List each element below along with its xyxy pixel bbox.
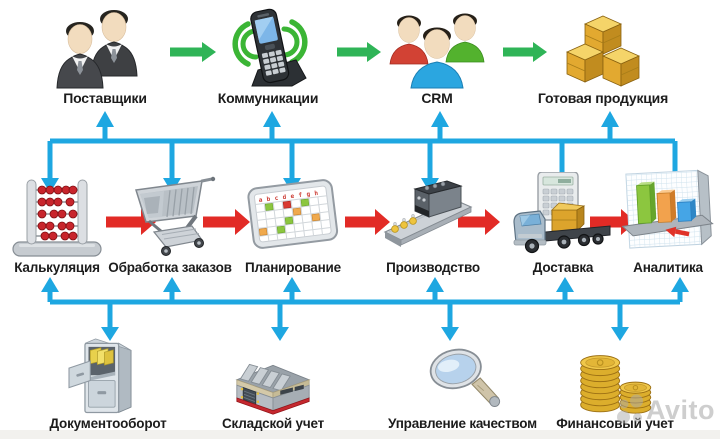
green-arrow — [337, 42, 381, 62]
node-planning: abcdefgh — [223, 164, 363, 276]
green-flow-arrows — [170, 42, 547, 62]
node-delivery: Доставка — [493, 164, 633, 276]
truck-icon — [508, 164, 618, 260]
node-label-crm: CRM — [421, 90, 453, 106]
node-calculation: Калькуляция — [0, 164, 127, 276]
node-document-flow: Документооборот — [33, 336, 183, 432]
node-order-processing: Обработка заказов — [100, 164, 240, 276]
cargo-crate — [551, 202, 586, 232]
crate-left — [566, 43, 604, 83]
node-quality: Управление качеством — [380, 336, 545, 432]
machine-body — [413, 180, 463, 218]
bar-green — [636, 181, 657, 224]
top-bus-line — [50, 138, 675, 144]
node-label-planning: Планирование — [245, 260, 341, 275]
bottom-bus-line — [50, 299, 680, 305]
node-suppliers: Поставщики — [30, 4, 180, 106]
customer-group-icon — [385, 4, 489, 90]
phone-body — [250, 8, 290, 84]
node-label-document-flow: Документооборот — [49, 416, 167, 431]
bottom-strip — [0, 430, 720, 439]
node-analytics: Аналитика — [598, 164, 720, 276]
avito-watermark: Avito — [616, 392, 720, 428]
file-cabinet-icon — [58, 336, 158, 416]
node-production: Производство — [363, 164, 503, 276]
avito-logo-icon — [617, 394, 643, 424]
wheels — [524, 233, 604, 254]
magnifier-lens — [429, 348, 482, 390]
node-communications: Коммуникации — [193, 4, 343, 106]
crate-right — [602, 47, 640, 87]
truck-cab — [513, 210, 547, 246]
node-label-quality: Управление качеством — [388, 416, 537, 431]
calendar-icon: abcdefgh — [243, 164, 343, 260]
node-finished-goods: Готовая продукция — [528, 4, 678, 106]
mobile-phone-icon — [218, 4, 318, 90]
node-label-suppliers: Поставщики — [63, 90, 147, 106]
down-trend-arrow — [665, 226, 690, 238]
node-label-finance: Финансовый учет — [556, 416, 674, 431]
person-green — [445, 13, 485, 63]
folders — [89, 347, 114, 366]
calendar-marks — [258, 198, 321, 236]
red-arrow — [203, 209, 250, 235]
warehouse-base — [236, 397, 310, 415]
bar-blue — [677, 198, 697, 222]
node-warehouse: Складской учет — [198, 336, 348, 432]
open-drawer — [68, 360, 116, 389]
bar-orange — [656, 189, 677, 223]
person-red — [389, 15, 429, 65]
conveyor-machine-icon — [383, 164, 483, 260]
node-label-communications: Коммуникации — [217, 90, 319, 106]
magnifier-icon — [413, 336, 513, 416]
shopping-cart-icon — [122, 164, 218, 260]
node-label-warehouse: Складской учет — [221, 416, 325, 431]
node-label-calculation: Калькуляция — [14, 260, 100, 275]
businessmen-icon — [53, 4, 157, 90]
node-label-finished-goods: Готовая продукция — [537, 90, 669, 106]
red-arrow — [458, 209, 500, 235]
cart-slats — [166, 187, 195, 218]
bar-chart-icon — [618, 164, 718, 260]
node-crm: CRM — [362, 4, 512, 106]
node-label-production: Производство — [386, 260, 480, 275]
signal-waves — [232, 19, 308, 67]
crates-icon — [553, 4, 653, 90]
businessman-back — [90, 10, 138, 77]
roof-panels — [239, 363, 291, 392]
watermark-text: Avito — [646, 395, 715, 425]
red-arrow — [345, 209, 390, 235]
abacus-beads — [37, 185, 78, 241]
person-blue — [410, 27, 464, 89]
green-arrow — [503, 42, 547, 62]
node-label-delivery: Доставка — [532, 260, 594, 275]
green-arrow — [170, 42, 216, 62]
node-label-order-processing: Обработка заказов — [108, 260, 232, 275]
abacus-icon — [9, 164, 105, 260]
warehouse-icon — [223, 336, 323, 416]
node-label-analytics: Аналитика — [633, 260, 703, 275]
businessman-front — [56, 22, 104, 89]
